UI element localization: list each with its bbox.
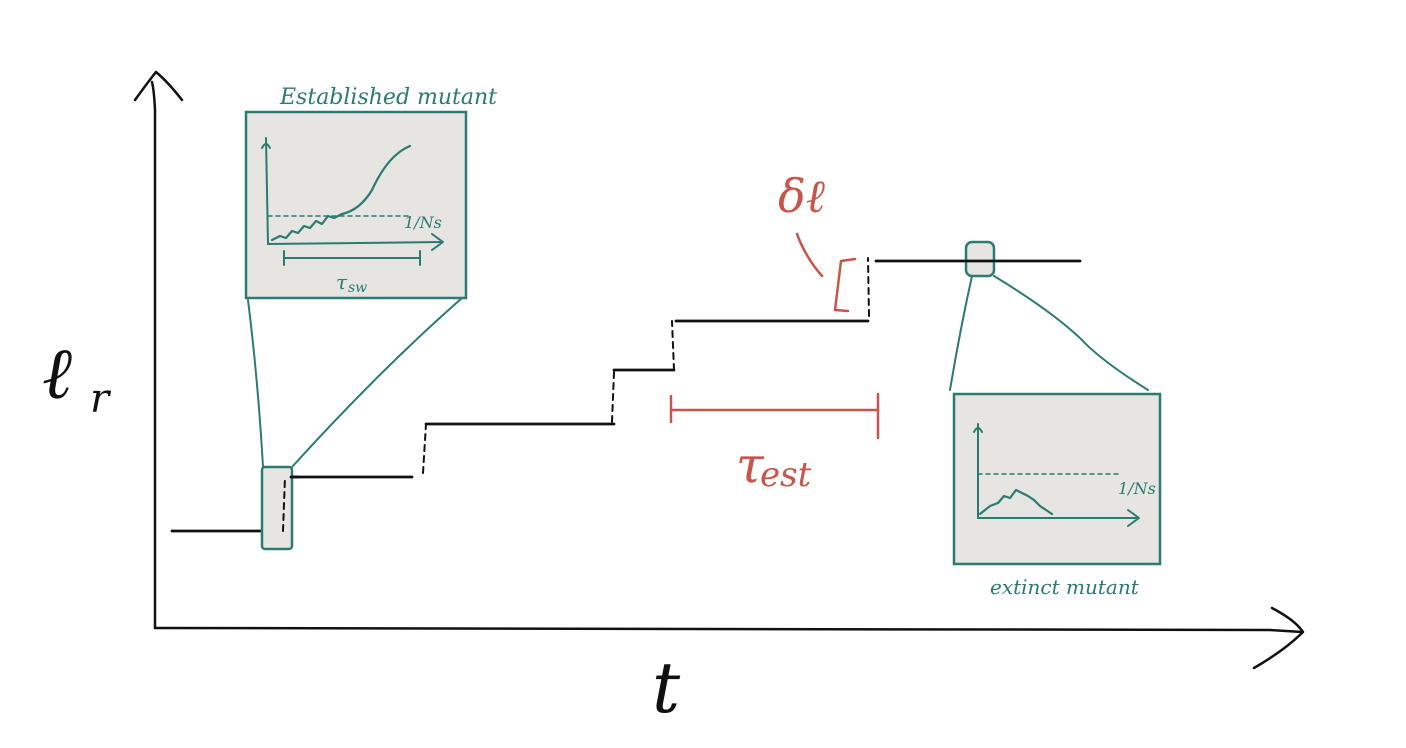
inset-established-title: Established mutant	[279, 85, 497, 110]
inset-extinct-panel	[952, 392, 1162, 566]
inset-established-interval-label: τ	[336, 270, 348, 294]
inset-established-interval-label-subscript: sw	[348, 280, 367, 296]
jump-4	[671, 320, 675, 371]
y-axis	[150, 80, 157, 630]
tau-est-annotation: τ est	[669, 392, 880, 495]
inset-extinct-title: extinct mutant	[990, 575, 1140, 599]
inset-established-threshold-label: 1/Ns	[404, 213, 442, 232]
tau-est-label-subscript: est	[760, 455, 812, 495]
inset-established-y-axis	[265, 137, 269, 245]
highlight-box-extinct	[964, 240, 996, 278]
inset-established-y-arrow	[261, 143, 271, 149]
inset-established-x-arrow	[431, 233, 444, 251]
inset-extinct-threshold-label: 1/Ns	[1118, 479, 1156, 498]
x-axis-arrowhead	[1252, 606, 1305, 670]
delta-bracket	[833, 257, 857, 313]
y-axis-label-subscript: r	[90, 376, 112, 422]
zoom-line-right-2	[993, 275, 1149, 391]
axes	[133, 70, 1305, 670]
jump-2	[422, 423, 427, 474]
zoom-line-left-2	[949, 275, 973, 391]
highlight-box-established	[260, 465, 294, 551]
delta-pointer	[795, 232, 824, 278]
inset-established: 1/Ns τ sw Established mutant	[244, 85, 497, 300]
inset-extinct: 1/Ns extinct mutant	[952, 392, 1162, 599]
y-axis-label: ℓ	[42, 331, 72, 415]
zoom-line-left	[247, 299, 264, 468]
tau-est-label: τ	[736, 436, 765, 494]
jump-5	[867, 257, 870, 317]
inset-established-x-axis	[267, 241, 443, 245]
y-axis-arrowhead	[133, 70, 184, 102]
jump-1-overlay	[282, 476, 286, 532]
delta-label: δℓ	[778, 169, 826, 223]
inset-established-trajectory	[270, 144, 412, 242]
inset-established-panel	[244, 110, 468, 300]
x-axis-label: t	[652, 647, 681, 729]
inset-extinct-x-arrow	[1127, 509, 1140, 527]
zoom-line-right	[291, 297, 463, 468]
jump-3	[611, 371, 615, 423]
inset-extinct-trajectory	[978, 488, 1054, 516]
x-axis	[153, 626, 1304, 634]
inset-extinct-y-arrow	[973, 427, 983, 433]
delta-annotation: δℓ	[778, 169, 857, 313]
